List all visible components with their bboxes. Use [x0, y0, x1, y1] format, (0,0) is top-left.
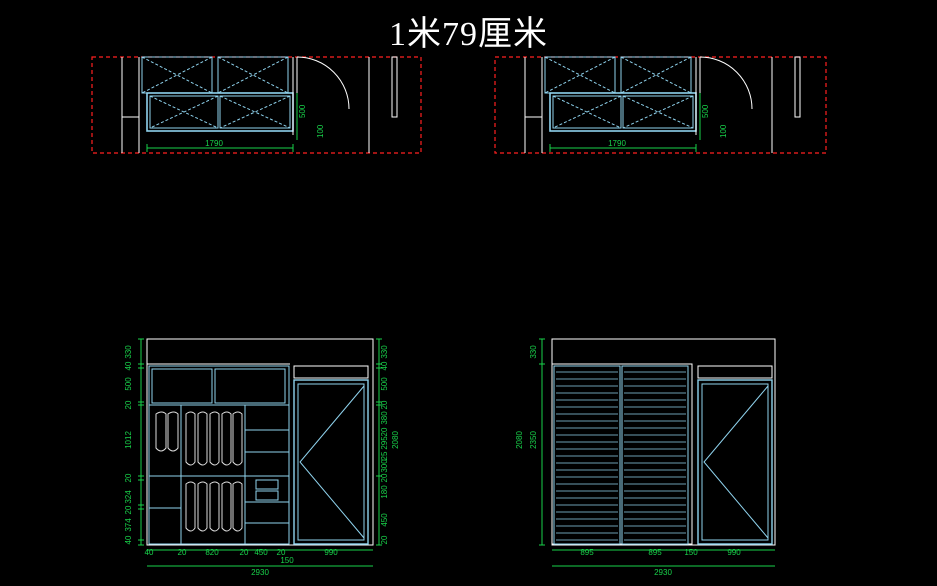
dimension-label: 20 [380, 427, 389, 436]
plan-width-dim: 1790 [205, 139, 223, 148]
dimension-label: 150 [684, 548, 698, 557]
dimension-total: 2080 [391, 431, 400, 449]
dimension-label: 20 [124, 505, 133, 514]
plan-width-dim: 1790 [608, 139, 626, 148]
drawer [255, 479, 279, 490]
plan-depth-dim: 500 [298, 104, 307, 118]
dimension-label: 2350 [529, 431, 538, 449]
plan-depth-dim: 100 [719, 124, 728, 138]
dimension-total: 2930 [251, 568, 269, 577]
dimension-label: 1012 [124, 431, 133, 449]
drawing-title: 1米79厘米 [389, 16, 548, 53]
dimension-label: 374 [124, 518, 133, 532]
door [293, 379, 369, 545]
dimension-label: 20 [380, 535, 389, 544]
dimension-label: 20 [380, 400, 389, 409]
dimension-label: 895 [580, 548, 594, 557]
dimension-label: 330 [124, 345, 133, 359]
dimension-label: 150 [280, 556, 294, 565]
elevation-right [541, 338, 776, 567]
dimension-label: 40 [380, 361, 389, 370]
dimension-label: 820 [205, 548, 219, 557]
dimension-label: 20 [240, 548, 249, 557]
louver-door [621, 365, 689, 545]
dimension-total: 2080 [515, 431, 524, 449]
hanging-garments [155, 411, 243, 532]
dimension-label: 20 [178, 548, 187, 557]
door-transom [293, 365, 369, 379]
dimension-label: 895 [648, 548, 662, 557]
plan-view-right [494, 56, 827, 154]
dimension-label: 330 [529, 345, 538, 359]
elevation-left [140, 338, 380, 567]
dimension-label: 20 [124, 473, 133, 482]
dimension-label: 40 [124, 535, 133, 544]
dimension-label: 20 [380, 473, 389, 482]
elevation-outline [146, 338, 374, 546]
plan-depth-dim: 500 [701, 104, 710, 118]
plan-boundary [494, 56, 827, 154]
dimension-label: 450 [254, 548, 268, 557]
plan-boundary [91, 56, 422, 154]
dimension-label: 990 [727, 548, 741, 557]
dimension-label: 40 [124, 361, 133, 370]
top-compartment [151, 368, 213, 404]
dimension-label: 295 [380, 436, 389, 450]
top-compartment [214, 368, 286, 404]
door [697, 379, 773, 545]
louver-door [553, 365, 621, 545]
dimension-label: 330 [380, 345, 389, 359]
dimension-label: 380 [380, 411, 389, 425]
dimension-label: 500 [124, 377, 133, 391]
dimension-label: 450 [380, 513, 389, 527]
dimension-label: 20 [277, 548, 286, 557]
drawer [255, 490, 279, 501]
door-transom [697, 365, 773, 379]
dimension-label: 180 [380, 485, 389, 499]
dimension-label: 25 [380, 451, 389, 460]
dimension-label: 324 [124, 490, 133, 504]
dimension-label: 300 [380, 459, 389, 473]
dimension-label: 20 [124, 400, 133, 409]
dimension-total: 2930 [654, 568, 672, 577]
dimension-label: 500 [380, 377, 389, 391]
plan-depth-dim: 100 [316, 124, 325, 138]
dimension-label: 40 [145, 548, 154, 557]
dimension-label: 990 [324, 548, 338, 557]
wardrobe-body [148, 365, 290, 545]
plan-view-left [91, 56, 422, 154]
